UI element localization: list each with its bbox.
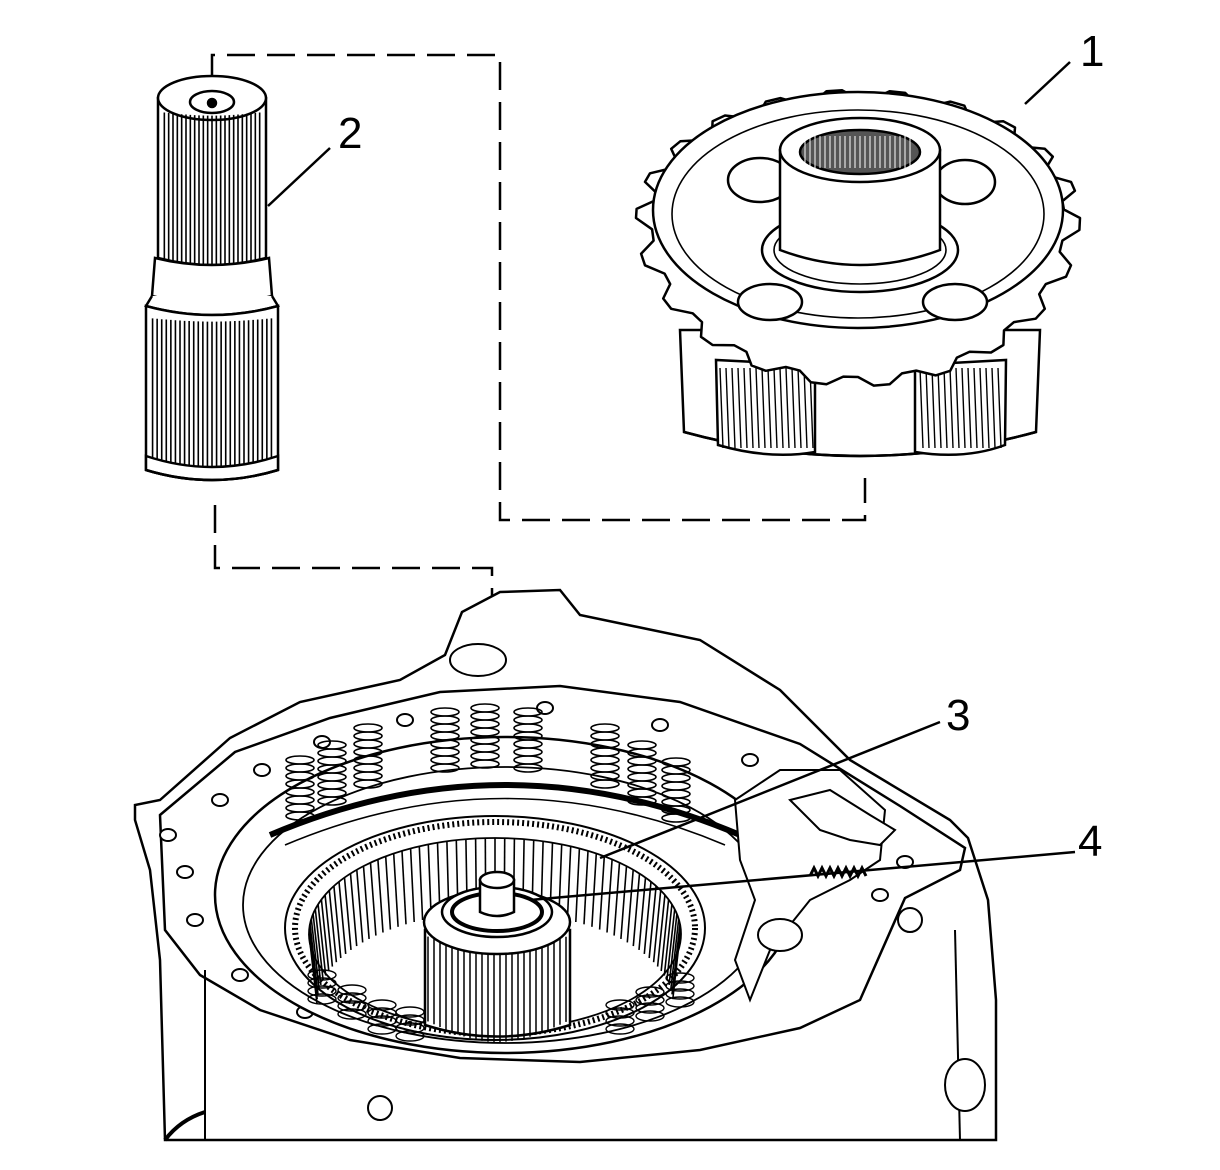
- flange-bolt-hole: [177, 866, 193, 878]
- housing-lower-boss: [368, 1096, 392, 1120]
- leader-line-1: [1025, 62, 1070, 104]
- callout-1: 1: [1080, 27, 1104, 76]
- housing-top-port: [450, 644, 506, 676]
- flange-bolt-hole: [397, 714, 413, 726]
- flange-bolt-hole: [160, 829, 176, 841]
- flange-bolt-hole: [872, 889, 888, 901]
- callout-4: 4: [1078, 817, 1102, 866]
- parking-pawl-pivot: [758, 919, 802, 951]
- splined-shaft: [146, 76, 278, 480]
- carrier-boss-3: [738, 284, 802, 320]
- sun-gear-shaft-top: [480, 872, 514, 888]
- callout-3: 3: [946, 691, 970, 740]
- callout-2: 2: [338, 109, 362, 158]
- housing-drain-port: [945, 1059, 985, 1111]
- leader-line-2: [268, 148, 330, 206]
- flange-bolt-hole: [232, 969, 248, 981]
- carrier-boss-2: [935, 160, 995, 204]
- housing-side-boss: [898, 908, 922, 932]
- flange-bolt-hole: [254, 764, 270, 776]
- transmission-housing: [135, 590, 996, 1140]
- carrier-boss-4: [923, 284, 987, 320]
- clutch-carrier-assembly: [636, 90, 1080, 456]
- shaft-lower-splines: [153, 318, 272, 474]
- shaft-center-dot: [208, 99, 216, 107]
- flange-bolt-hole: [212, 794, 228, 806]
- flange-bolt-hole: [537, 702, 553, 714]
- flange-bolt-hole: [742, 754, 758, 766]
- flange-bolt-hole: [187, 914, 203, 926]
- flange-bolt-hole: [652, 719, 668, 731]
